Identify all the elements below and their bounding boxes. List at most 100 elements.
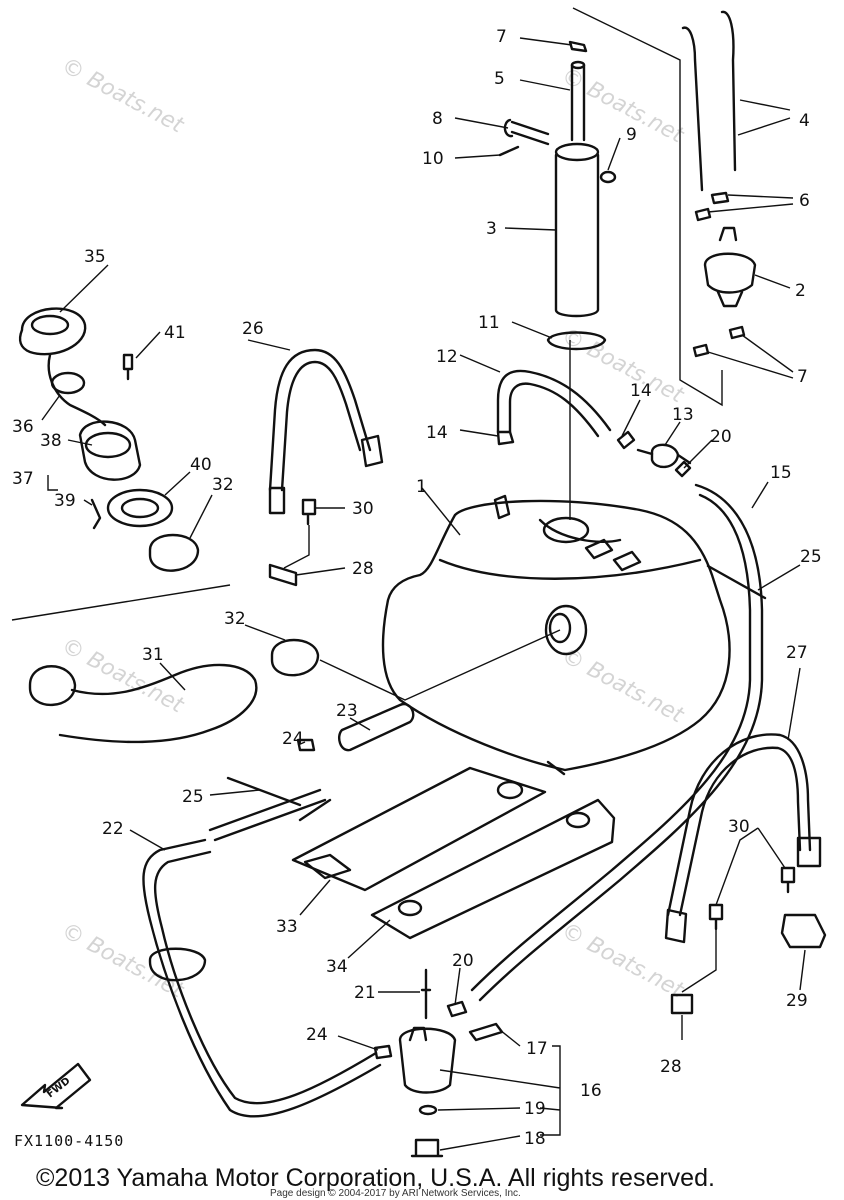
hose-clamp: [270, 638, 320, 677]
leader: [459, 354, 501, 373]
hose: [681, 26, 704, 192]
sheet-hole: [565, 811, 591, 829]
tank-pad: [612, 550, 642, 572]
callout-labels: 1 2 3 4 5 6 7 7 8 9 10 11 12 13 14 14 15…: [12, 27, 822, 1149]
callout-24: 24: [306, 1025, 328, 1045]
leader: [129, 829, 166, 851]
fuel-filter-assembly: [572, 7, 757, 407]
leader: [83, 499, 93, 506]
leader: [164, 471, 191, 496]
assembly-leader: [11, 584, 231, 621]
leader: [737, 99, 791, 136]
leader: [349, 717, 371, 731]
fwd-arrow-shape: [20, 1062, 92, 1110]
hose-section: [208, 788, 332, 842]
leader: [244, 624, 286, 641]
callout-27: 27: [786, 643, 808, 663]
grommet: [148, 947, 207, 982]
filler-cap: [18, 307, 87, 356]
callout-35: 35: [84, 247, 106, 267]
leader: [454, 117, 509, 129]
sender-tube-body: [554, 153, 600, 318]
leader: [159, 662, 186, 691]
leader: [707, 194, 794, 213]
leader: [47, 475, 58, 491]
callout-29: 29: [786, 991, 808, 1011]
tank-filler-neck: [544, 604, 588, 656]
vent-hose: [496, 369, 612, 434]
o-ring: [50, 371, 86, 395]
fwd-arrow: FWD: [20, 1062, 92, 1110]
strap: [666, 733, 812, 917]
leader: [295, 567, 346, 576]
leader: [787, 667, 801, 741]
sender-rod-top: [570, 60, 586, 70]
tether-chain: [47, 353, 107, 427]
hose-15-inner: [470, 493, 752, 992]
watermark-layer: © Boats.net © Boats.net © Boats.net © Bo…: [57, 53, 688, 1004]
callout-28: 28: [660, 1057, 682, 1077]
leader: [189, 494, 213, 539]
filler-hose-end: [28, 665, 77, 707]
tank-top-opening: [542, 516, 590, 544]
leader: [459, 429, 499, 437]
cable-tie: [706, 564, 767, 600]
suction-hose-inner: [153, 850, 378, 1105]
callout-37: 37: [12, 469, 34, 489]
callout-3: 3: [486, 219, 497, 239]
tank-vent-nipple: [493, 494, 511, 520]
callout-32: 32: [212, 475, 234, 495]
watermark: © Boats.net: [557, 643, 688, 729]
bracket: [268, 563, 298, 587]
sender-tube-top: [554, 142, 600, 162]
o-ring: [418, 1104, 438, 1116]
leader: [621, 399, 641, 437]
sender-tube-assembly: [498, 40, 617, 520]
pad: [780, 913, 827, 949]
leader: [299, 879, 331, 916]
callout-24: 24: [282, 729, 304, 749]
filter-nipple: [718, 226, 738, 242]
callout-33: 33: [276, 917, 298, 937]
leader: [347, 919, 391, 959]
callout-11: 11: [478, 313, 500, 333]
strap-left: [268, 348, 384, 587]
copyright-notice: ©2013 Yamaha Motor Corporation, U.S.A. A…: [36, 1164, 715, 1192]
leader: [664, 421, 681, 446]
leader: [454, 967, 461, 1006]
sheet: [291, 766, 547, 892]
suction-hose-assembly: [142, 702, 415, 1118]
tank-bottom-edge: [546, 760, 566, 776]
clamp: [728, 325, 746, 340]
leader: [437, 1107, 521, 1111]
callout-22: 22: [102, 819, 124, 839]
leader: [499, 1029, 521, 1047]
callout-14: 14: [426, 423, 448, 443]
leader: [67, 439, 93, 446]
assembly-leader: [319, 629, 561, 701]
callout-30: 30: [352, 499, 374, 519]
gasket-inner: [120, 497, 160, 519]
callout-18: 18: [524, 1129, 546, 1149]
leader: [421, 487, 461, 536]
page-design-credit: Page design © 2004-2017 by ARI Network S…: [270, 1188, 521, 1199]
check-valve-nipples: [636, 448, 692, 465]
strap-right: [664, 733, 827, 1015]
callout-2: 2: [795, 281, 806, 301]
leader: [209, 789, 261, 796]
callout-7: 7: [797, 367, 808, 387]
callout-20: 20: [452, 951, 474, 971]
leader: [439, 1135, 521, 1151]
leader: [41, 394, 61, 421]
callout-19: 19: [524, 1099, 546, 1119]
washer: [599, 170, 617, 184]
bolt: [301, 498, 317, 526]
callout-8: 8: [432, 109, 443, 129]
clamp: [446, 1000, 468, 1018]
leader: [135, 331, 161, 359]
callout-40: 40: [190, 455, 212, 475]
strap-end: [664, 908, 688, 944]
elbow: [674, 460, 692, 478]
clamp: [296, 738, 316, 752]
sender-rod: [570, 63, 586, 142]
